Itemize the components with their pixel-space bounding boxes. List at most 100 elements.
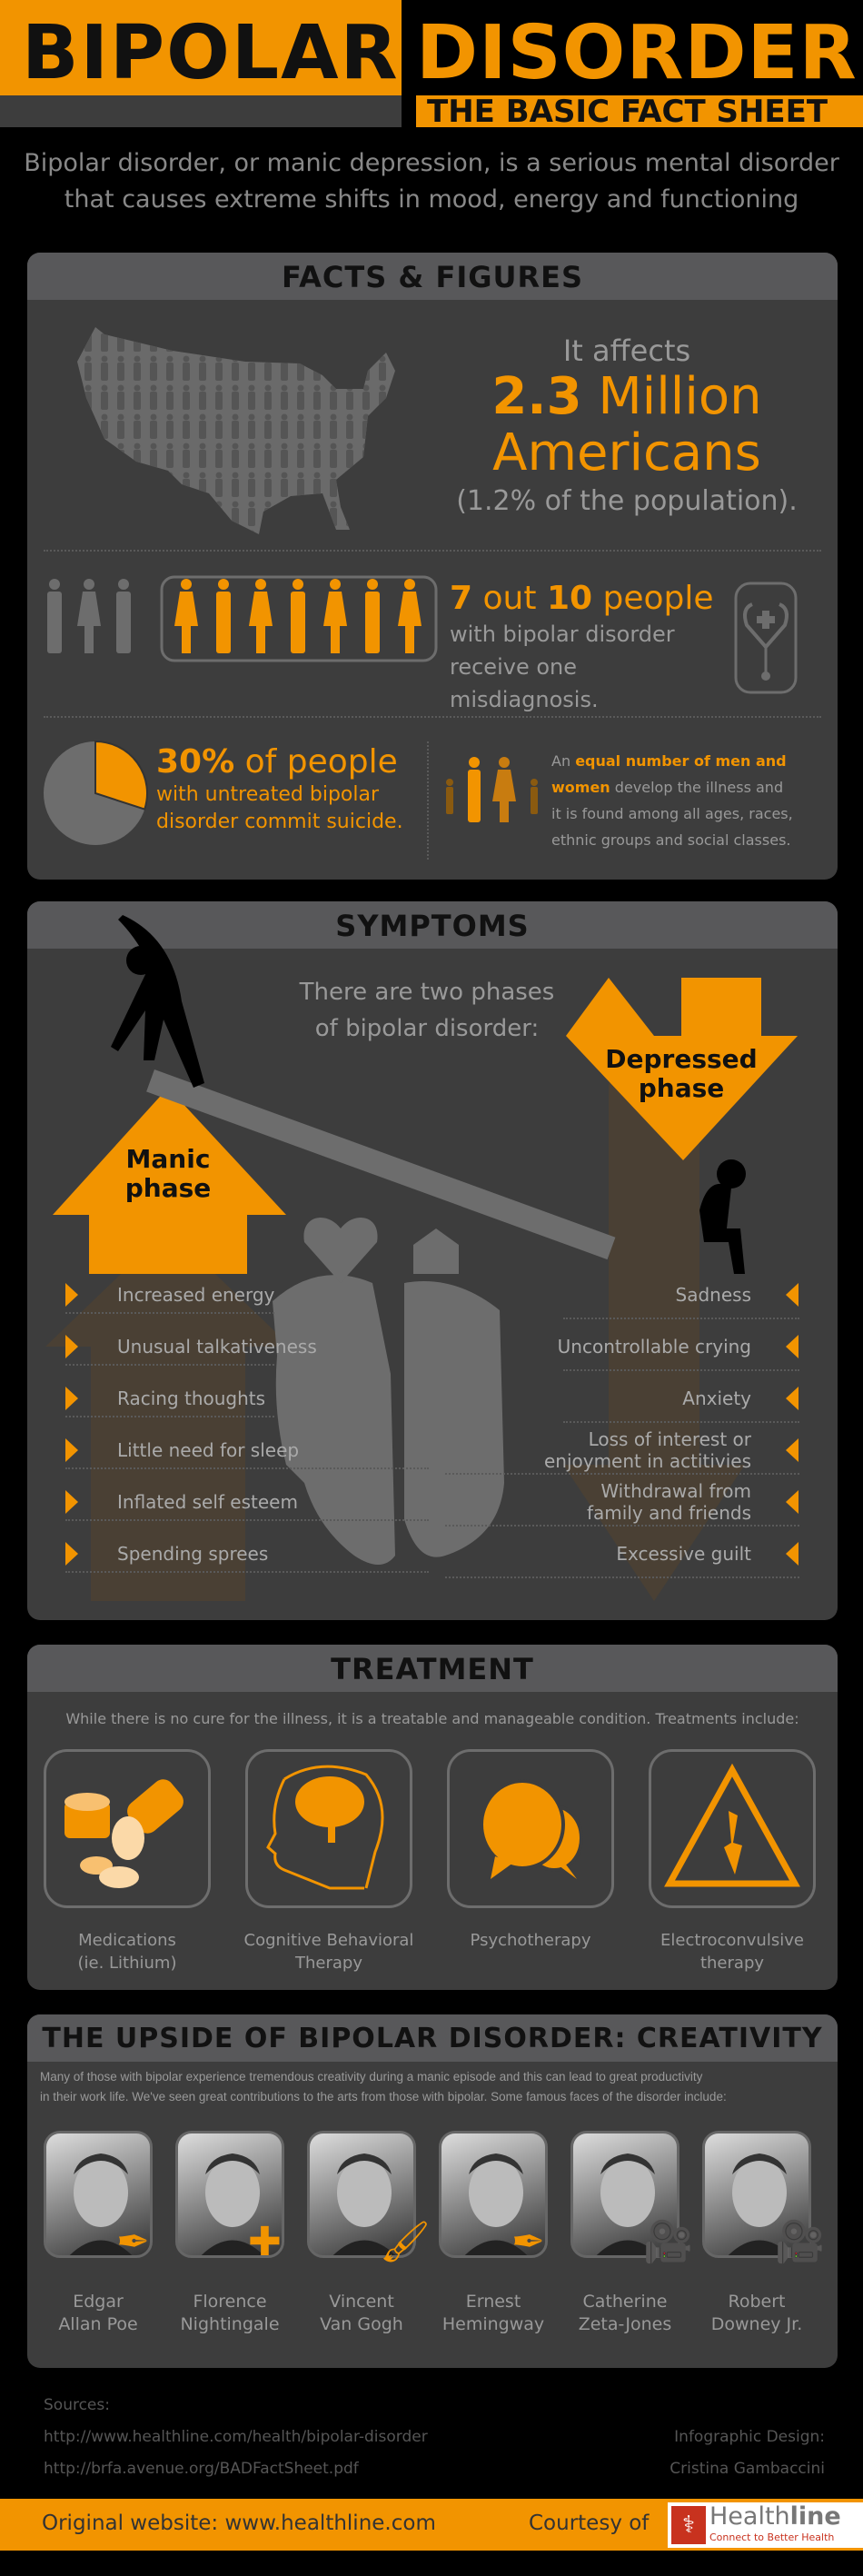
facts-title: FACTS & FIGURES: [27, 253, 838, 300]
creativity-panel: THE UPSIDE OF BIPOLAR DISORDER: CREATIVI…: [27, 2014, 838, 2368]
bullet-arrow-icon: [65, 1490, 78, 1514]
header: BIPOLAR DISORDER THE BASIC FACT SHEET: [0, 0, 863, 130]
treatment-label: Medications(ie. Lithium): [36, 1929, 218, 1974]
bullet-arrow-icon: [786, 1490, 799, 1514]
person-figure: [398, 579, 422, 653]
creativity-title: THE UPSIDE OF BIPOLAR DISORDER: CREATIVI…: [27, 2014, 838, 2062]
person-name-line: Downey Jr.: [710, 2314, 803, 2334]
person-name-line: Vincent: [329, 2292, 394, 2312]
manic-arrow-icon: [53, 1088, 286, 1274]
treatment-label-line: Medications: [78, 1931, 176, 1950]
depressed-symptom: Sadness: [676, 1284, 751, 1306]
film-camera-icon: 🎥: [775, 2219, 825, 2265]
depressed-symptom-line: Withdrawal from: [600, 1480, 751, 1502]
cbt-card: [245, 1749, 412, 1908]
caduceus-icon: ⚕: [671, 2506, 706, 2544]
misdiagnosis-n2: 10: [546, 580, 593, 617]
original-website[interactable]: Original website: www.healthline.com: [42, 2511, 436, 2535]
fulcrum: [413, 1228, 459, 1274]
plus-cross-icon: ✚: [248, 2219, 282, 2265]
equal-line: ethnic groups and social classes.: [551, 831, 791, 849]
source-link[interactable]: http://brfa.avenue.org/BADFactSheet.pdf: [44, 2460, 359, 2478]
person-figure: [116, 579, 131, 653]
courtesy-label: Courtesy of: [529, 2511, 650, 2535]
person-figure: [249, 579, 273, 653]
portrait-photo: [439, 2131, 548, 2258]
highlight-box: [160, 575, 438, 662]
divider: [563, 1318, 799, 1319]
divider: [445, 1576, 799, 1578]
depressed-symptom-line: Loss of interest or: [588, 1428, 751, 1450]
logo-text: line: [789, 2502, 841, 2531]
film-camera-icon: 🎥: [643, 2219, 693, 2265]
paintbrush-icon: 🖌: [380, 2219, 431, 2265]
treatment-label-line: Psychotherapy: [470, 1931, 591, 1950]
intro-text: Bipolar disorder, or manic depression, i…: [0, 145, 863, 218]
bullet-arrow-icon: [786, 1335, 799, 1358]
divider: [65, 1571, 429, 1573]
equal-line: it is found among all ages, races,: [551, 805, 793, 822]
divider: [44, 550, 821, 552]
of-people-label: of people: [244, 743, 398, 781]
symptoms-intro-line: There are two phases: [299, 979, 555, 1006]
divider: [65, 1519, 429, 1521]
symptoms-panel: SYMPTOMS There are two phases of bipolar…: [27, 901, 838, 1620]
person-name-line: Zeta-Jones: [578, 2314, 672, 2334]
source-link[interactable]: http://www.healthline.com/health/bipolar…: [44, 2428, 428, 2446]
manic-symptom: Spending sprees: [117, 1543, 269, 1565]
logo-tagline: Connect to Better Health: [709, 2531, 835, 2543]
treatment-title: TREATMENT: [27, 1645, 838, 1692]
divider: [563, 1369, 799, 1371]
psychotherapy-card: [447, 1749, 614, 1908]
bullet-arrow-icon: [65, 1283, 78, 1307]
person-name-line: Allan Poe: [58, 2314, 138, 2334]
depressed-symptom: Uncontrollable crying: [558, 1336, 751, 1358]
depressed-symptom-line: enjoyment in actitivies: [543, 1450, 751, 1472]
header-orange-block: [0, 0, 402, 95]
healthline-logo[interactable]: ⚕ Healthline Connect to Better Health: [668, 2502, 863, 2548]
facts-panel: FACTS & FIGURES It affects 2.3 Million A…: [27, 253, 838, 880]
pen-nib-icon: ✒: [511, 2219, 545, 2265]
title-disorder: DISORDER: [416, 10, 858, 96]
subtitle-banner: [416, 95, 863, 127]
bullet-arrow-icon: [786, 1438, 799, 1462]
symptoms-intro: There are two phases of bipolar disorder…: [282, 974, 572, 1047]
depressed-label: Depressed: [605, 1044, 758, 1074]
bullet-arrow-icon: [65, 1542, 78, 1566]
high-voltage-icon: [664, 1763, 800, 1887]
treatment-label-line: therapy: [699, 1954, 765, 1973]
bullet-arrow-icon: [65, 1335, 78, 1358]
depressed-symptom-line: Excessive guilt: [616, 1543, 751, 1565]
depressed-symptom-line: Anxiety: [682, 1387, 751, 1409]
misdiagnosis-line: with bipolar disorder: [450, 622, 675, 647]
depressed-label: phase: [638, 1073, 725, 1103]
depressed-arrow-icon: [566, 978, 798, 1160]
bullet-arrow-icon: [786, 1542, 799, 1566]
creativity-line: in their work life. We've seen great con…: [40, 2090, 727, 2104]
bullet-arrow-icon: [786, 1387, 799, 1410]
person-name-line: Nightingale: [180, 2314, 280, 2334]
divider: [445, 1473, 799, 1475]
ect-card: [649, 1749, 816, 1908]
divider: [65, 1312, 274, 1314]
affected-number: 2.3: [491, 367, 582, 426]
person-figure: [47, 579, 62, 653]
symptoms-intro-line: of bipolar disorder:: [314, 1015, 540, 1042]
divider: [65, 1364, 274, 1366]
symptoms-title: SYMPTOMS: [27, 901, 838, 949]
suicide-line: with untreated bipolar: [156, 783, 380, 806]
portrait-photo: [307, 2131, 416, 2258]
footer: Original website: www.healthline.com Cou…: [0, 2499, 863, 2551]
treatment-label-line: Cognitive Behavioral: [243, 1931, 414, 1950]
people-figures-icon: [47, 575, 438, 662]
